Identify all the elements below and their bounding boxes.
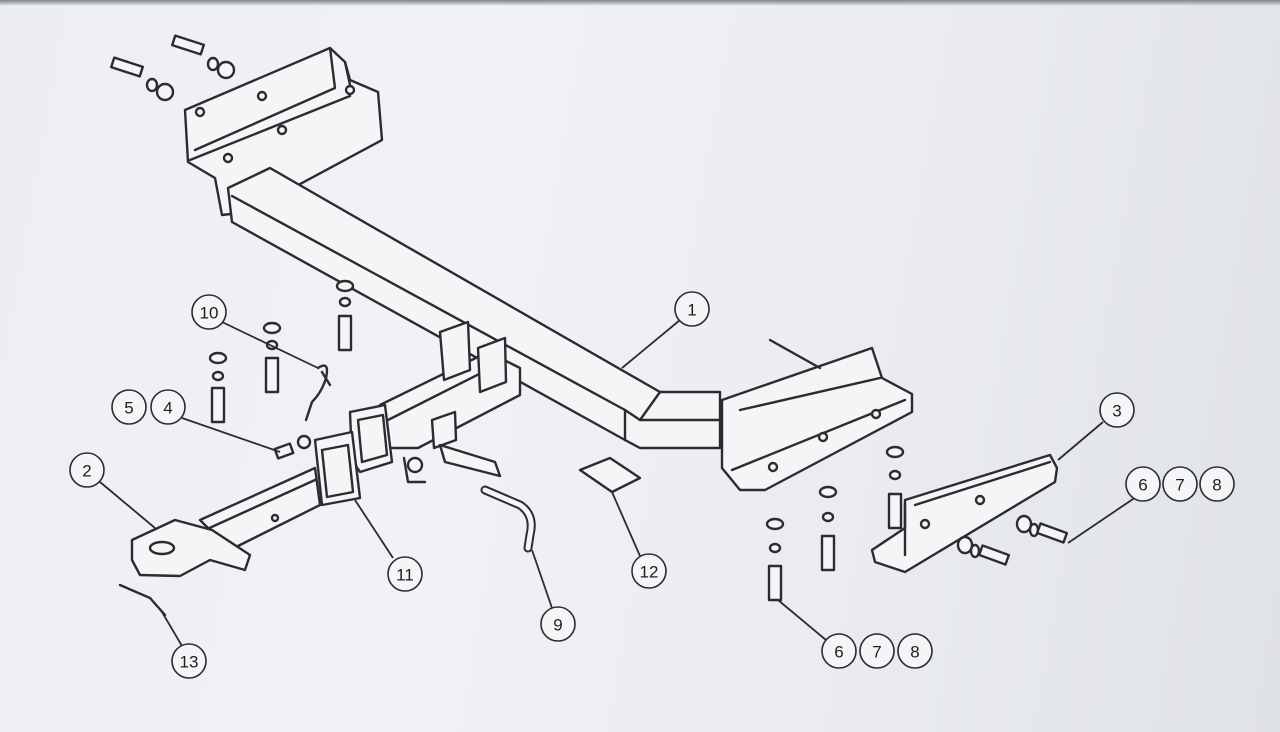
callout-6-bottom: 6 <box>821 633 857 669</box>
callout-6-right: 6 <box>1125 466 1161 502</box>
hardware-bolts-washers <box>109 34 1069 602</box>
side-plate-part-3 <box>870 453 1059 574</box>
callout-8-bottom: 8 <box>897 633 933 669</box>
callout-label: 6 <box>1138 476 1147 495</box>
callout-label: 1 <box>687 301 696 320</box>
callout-2: 2 <box>69 452 105 488</box>
callout-3: 3 <box>1099 392 1135 428</box>
callout-label: 2 <box>82 462 91 481</box>
callout-label: 7 <box>1175 476 1184 495</box>
callout-7-right: 7 <box>1162 466 1198 502</box>
main-crossbar-part-1 <box>183 46 914 492</box>
callout-label: 5 <box>124 399 133 418</box>
callout-label: 8 <box>1212 476 1221 495</box>
callout-12: 12 <box>631 553 667 589</box>
callout-label: 6 <box>834 643 843 662</box>
receiver-collar-part-11 <box>313 430 362 507</box>
page-edge-shadow <box>0 0 1280 6</box>
callout-label: 7 <box>872 643 881 662</box>
callout-1: 1 <box>674 291 710 327</box>
callout-label: 10 <box>200 304 219 323</box>
callout-4: 4 <box>150 389 186 425</box>
callout-9: 9 <box>540 606 576 642</box>
callout-label: 9 <box>553 616 562 635</box>
callout-7-bottom: 7 <box>859 633 895 669</box>
callout-8-right: 8 <box>1199 466 1235 502</box>
callout-10: 10 <box>191 294 227 330</box>
callout-5: 5 <box>111 389 147 425</box>
callout-label: 13 <box>180 653 199 672</box>
callout-label: 3 <box>1112 402 1121 421</box>
callout-label: 4 <box>163 399 172 418</box>
callout-label: 8 <box>910 643 919 662</box>
callout-13: 13 <box>171 643 207 679</box>
plate-part-12 <box>578 456 642 494</box>
callout-label: 12 <box>640 563 659 582</box>
callout-11: 11 <box>387 556 423 592</box>
clip-part-10 <box>304 364 332 422</box>
wire-part-13 <box>118 583 167 617</box>
callout-label: 11 <box>396 566 414 585</box>
ball-mount-part-2 <box>130 466 322 578</box>
leader-lines <box>99 319 1137 647</box>
